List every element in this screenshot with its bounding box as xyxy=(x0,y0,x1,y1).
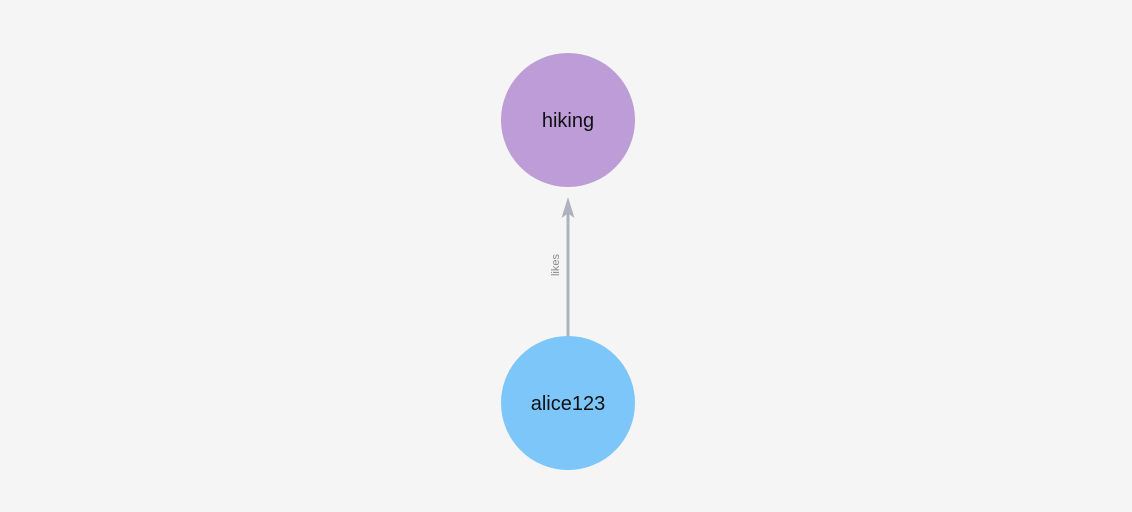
arrowhead-icon xyxy=(561,197,575,218)
node-hiking[interactable]: hiking xyxy=(501,53,635,187)
node-hiking-label: hiking xyxy=(542,110,594,132)
node-alice123-label: alice123 xyxy=(531,393,606,415)
edge-layer: likes xyxy=(550,197,575,337)
node-alice123-circle[interactable] xyxy=(501,336,635,470)
node-alice123[interactable]: alice123 xyxy=(501,336,635,470)
node-hiking-circle[interactable] xyxy=(501,53,635,187)
edge-alice123-likes-hiking[interactable]: likes xyxy=(550,197,575,337)
edge-label-likes: likes xyxy=(550,254,562,277)
node-layer: hiking alice123 xyxy=(501,53,635,470)
